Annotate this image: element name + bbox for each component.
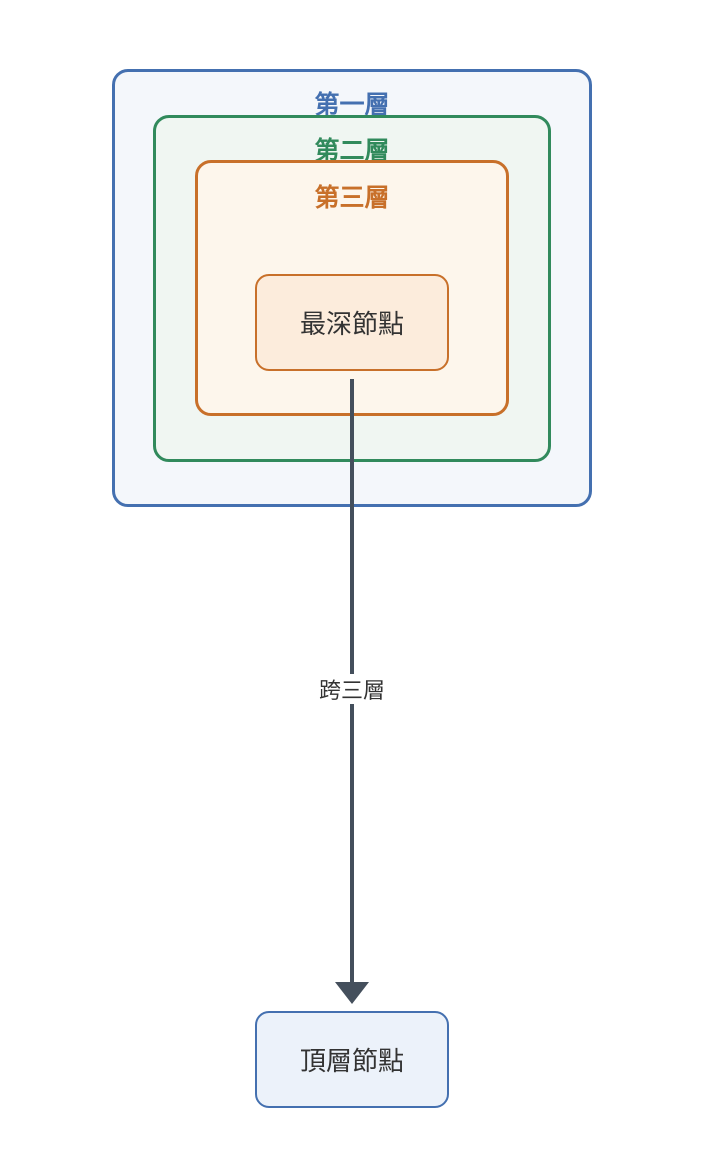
- deepest-node-label: 最深節點: [299, 310, 404, 340]
- edge-label-text: 跨三層: [318, 679, 385, 704]
- layer-three-title: 第三層: [314, 183, 390, 212]
- edge-arrowhead: [335, 982, 369, 1004]
- top-level-node-label: 頂層節點: [299, 1047, 404, 1077]
- edge-label: 跨三層: [302, 674, 402, 704]
- top-level-node[interactable]: 頂層節點: [255, 1011, 449, 1108]
- layer-one-title: 第一層: [314, 90, 390, 119]
- deepest-node[interactable]: 最深節點: [255, 274, 449, 371]
